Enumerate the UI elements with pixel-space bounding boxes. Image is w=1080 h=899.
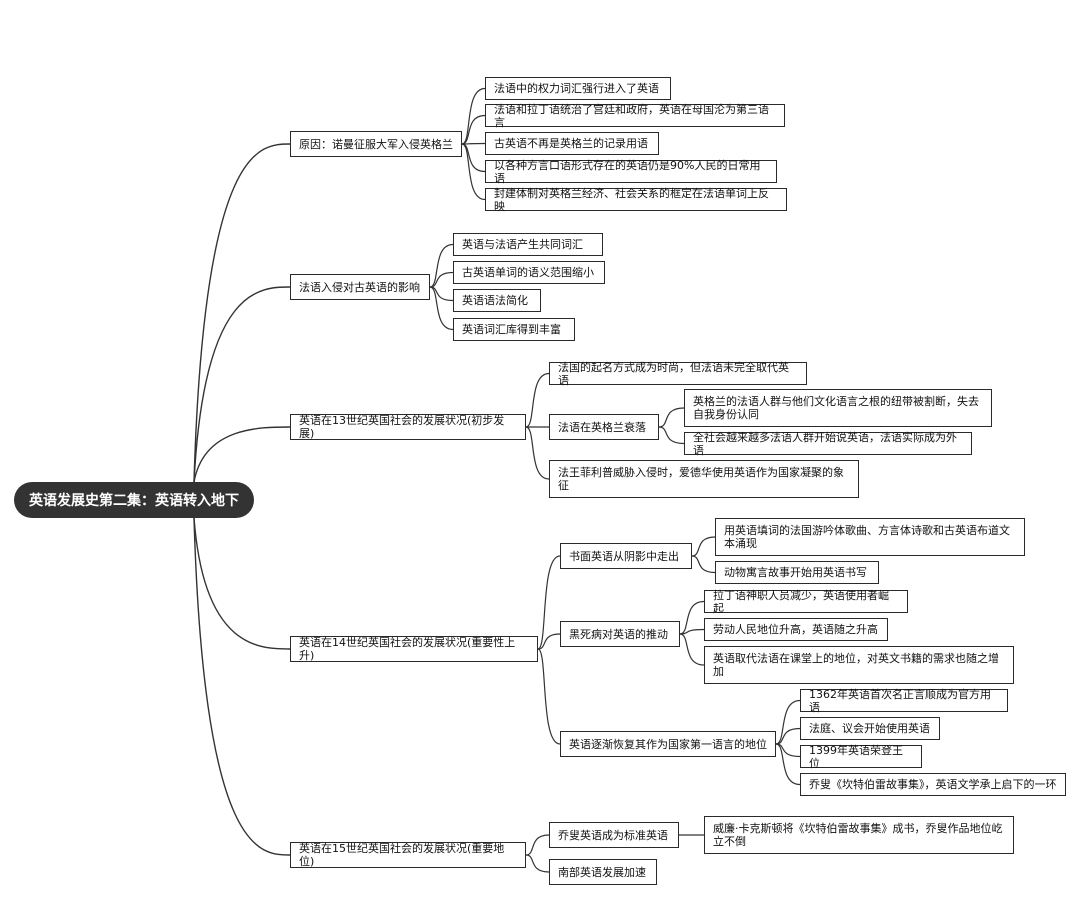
connector-line: [525, 834, 550, 856]
connector-line: [658, 426, 685, 445]
connector-line: [679, 633, 705, 666]
c14-b-item-3: 英语取代法语在课堂上的地位，对英文书籍的需求也随之增加: [704, 646, 1014, 684]
influence-item-3: 英语语法简化: [453, 289, 541, 312]
branch-13th-century: 英语在13世纪英国社会的发展状况(初步发展): [290, 414, 526, 440]
c13-sub-item-1: 英格兰的法语人群与他们文化语言之根的纽带被割断，失去自我身份认同: [684, 389, 992, 427]
cause-item-5: 封建体制对英格兰经济、社会关系的框定在法语单词上反映: [485, 187, 787, 213]
c13-item-2: 法语在英格兰衰落: [549, 414, 659, 440]
influence-item-1: 英语与法语产生共同词汇: [453, 233, 603, 256]
c13-item-3: 法王菲利普威胁入侵时，爱德华使用英语作为国家凝聚的象征: [549, 460, 859, 498]
branch-cause: 原因：诺曼征服大军入侵英格兰: [290, 131, 462, 157]
root-topic: 英语发展史第二集：英语转入地下: [14, 482, 254, 518]
connector-line: [525, 372, 550, 428]
c14-c-item-4: 乔叟《坎特伯雷故事集》，英语文学承上启下的一环: [800, 773, 1066, 796]
c14-b-item-2: 劳动人民地位升高，英语随之升高: [704, 618, 888, 641]
c13-sub-item-2: 全社会越来越多法语人群开始说英语，法语实际成为外语: [684, 431, 972, 457]
c14-b-item-1: 拉丁语神职人员减少，英语使用者崛起: [704, 589, 908, 615]
connector-line: [525, 854, 550, 873]
connector-line: [658, 407, 685, 428]
c15-item-1: 乔叟英语成为标准英语: [549, 822, 679, 848]
connector-line: [429, 243, 454, 288]
c14-c-item-1: 1362年英语首次名正言顺成为官方用语: [800, 688, 1008, 714]
branch-15th-century: 英语在15世纪英国社会的发展状况(重要地位): [290, 842, 526, 868]
connector-line: [537, 648, 561, 745]
connector-line: [525, 426, 550, 480]
c14-c-item-3: 1399年英语荣登王位: [800, 744, 922, 770]
connector-line: [537, 633, 561, 650]
connector-line: [193, 143, 291, 483]
branch-14th-century: 英语在14世纪英国社会的发展状况(重要性上升): [290, 636, 538, 662]
c14-a-item-2: 动物寓言故事开始用英语书写: [715, 561, 879, 584]
connector-line: [429, 286, 454, 331]
cause-item-4: 以各种方言口语形式存在的英语仍是90%人民的日常用语: [485, 159, 777, 185]
c14-item-3: 英语逐渐恢复其作为国家第一语言的地位: [560, 731, 776, 757]
c15-sub-item-1: 威廉·卡克斯顿将《坎特伯雷故事集》成书，乔叟作品地位屹立不倒: [704, 816, 1014, 854]
connector-line: [193, 286, 291, 483]
connector-line: [193, 426, 291, 483]
connector-line: [461, 114, 486, 145]
c15-item-2: 南部英语发展加速: [549, 859, 657, 885]
connector-line: [537, 555, 561, 650]
c14-item-2: 黑死病对英语的推动: [560, 621, 680, 647]
branch-influence: 法语入侵对古英语的影响: [290, 274, 430, 300]
c14-item-1: 书面英语从阴影中走出: [560, 543, 692, 569]
cause-item-2: 法语和拉丁语统治了宫廷和政府，英语在母国沦为第三语言: [485, 103, 785, 129]
connector-line: [691, 555, 716, 574]
connector-line: [775, 727, 801, 745]
connector-line: [775, 699, 801, 745]
influence-item-4: 英语词汇库得到丰富: [453, 318, 575, 341]
connector-line: [461, 143, 486, 201]
connector-line: [429, 271, 454, 288]
connector-line: [461, 142, 486, 145]
connector-line: [679, 600, 705, 635]
cause-item-1: 法语中的权力词汇强行进入了英语: [485, 77, 671, 100]
c14-a-item-1: 用英语填词的法国游吟体歌曲、方言体诗歌和古英语布道文本涌现: [715, 518, 1025, 556]
connector-line: [775, 743, 801, 786]
influence-item-2: 古英语单词的语义范围缩小: [453, 261, 605, 284]
c14-c-item-2: 法庭、议会开始使用英语: [800, 717, 940, 740]
connector-line: [193, 517, 291, 650]
c13-item-1: 法国的起名方式成为时尚，但法语未完全取代英语: [549, 361, 807, 387]
connector-line: [193, 517, 291, 856]
cause-item-3: 古英语不再是英格兰的记录用语: [485, 132, 659, 155]
connector-line: [691, 536, 716, 557]
